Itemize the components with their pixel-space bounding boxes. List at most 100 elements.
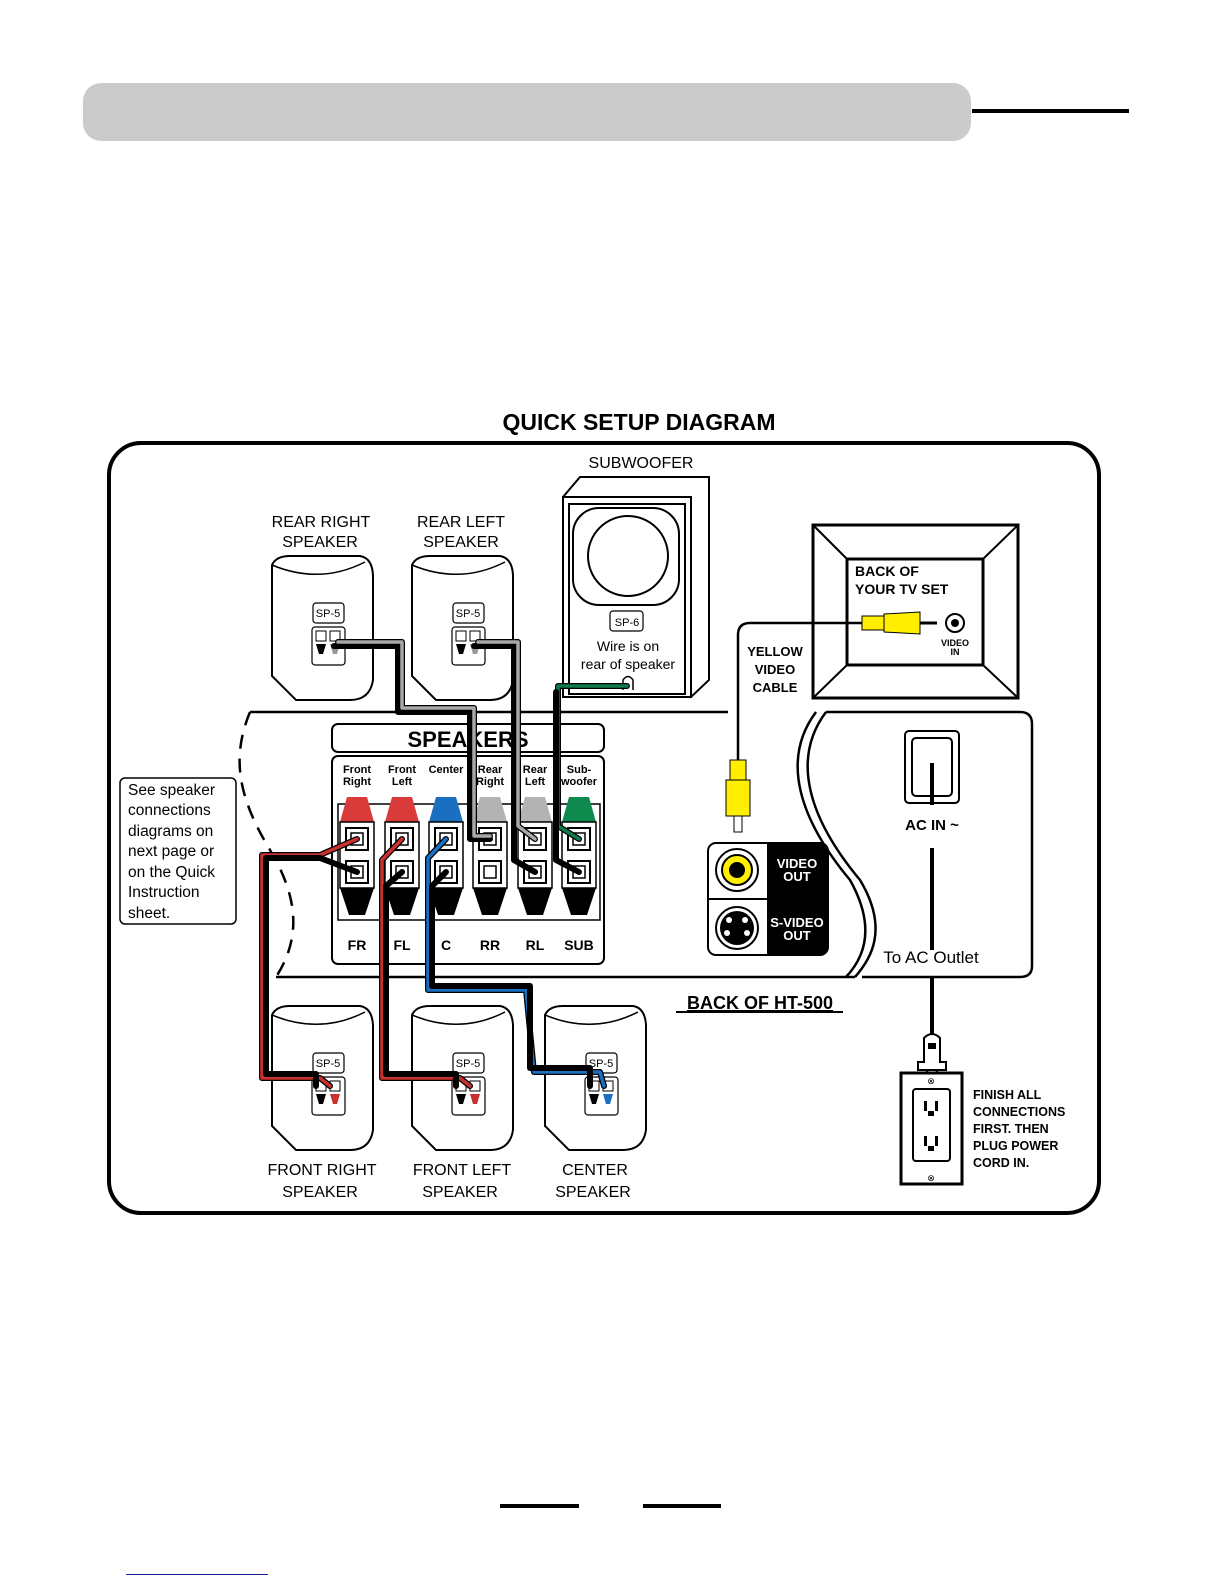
label: SPEAKER [555,1184,631,1201]
label: Front [388,764,416,776]
yellow-video-cable: YELLOW VIDEO CABLE [725,611,937,833]
label: woofer [560,776,598,788]
label: FINISH ALL [973,1088,1042,1102]
label: SPEAKER [423,534,499,551]
label: Left [392,776,413,788]
label: next page or [128,843,214,860]
label: YELLOW [747,644,803,659]
label: Right [343,776,371,788]
label: CABLE [753,680,798,695]
footer-rule-right [643,1504,721,1508]
panel-dashed-edge [238,711,295,978]
ht500-panel-outline [250,710,1034,979]
speaker-connections-note: See speaker connections diagrams on next… [119,777,237,925]
label: Instruction [128,884,200,901]
fr-wire-black [264,856,359,1088]
channel-code: FR [348,937,367,953]
label: SPEAKER [422,1184,498,1201]
rear-right-speaker: REAR RIGHT SPEAKER SP-5 [271,514,374,701]
label: BACK OF [855,563,919,579]
tv-back: BACK OF YOUR TV SET VIDEO IN [811,523,1020,700]
label: Rear [478,764,503,776]
svg-text:⊗: ⊗ [927,1076,935,1086]
diagram-frame [107,441,1101,1215]
label: SUBWOOFER [589,455,694,472]
label: YOUR TV SET [855,581,949,597]
terminal-black-cap [340,888,374,915]
label: sheet. [128,905,170,922]
rr-wire-gray [336,640,492,838]
label: FRONT RIGHT [267,1162,376,1179]
model-label: SP-5 [456,608,480,620]
terminal-black-cap [429,888,463,915]
rr-wire-black [332,644,492,841]
svg-text:⊗: ⊗ [927,1173,935,1183]
terminal-color-cap [473,797,507,822]
footer-link-underline [126,1574,268,1575]
rl-wire-gray [476,640,537,841]
speaker-terminal-panel: SPEAKERS FrontRightFRFrontLeftFLCenterCR… [331,723,605,965]
terminal-color-cap [385,797,419,822]
label: connections [128,802,211,819]
label: SPEAKER [282,534,358,551]
label: IN [951,647,960,657]
c-wire-blue [426,837,606,1088]
model-label: SP-5 [456,1058,480,1070]
channel-code: RR [480,937,500,953]
footer-rule-left [500,1504,579,1508]
label: FIRST. THEN [973,1122,1049,1136]
label: VIDEO [755,662,795,677]
model-label: SP-6 [615,617,639,629]
terminal-black-cap [562,888,596,915]
channel-code: RL [526,937,545,953]
label: rear of speaker [581,656,675,672]
terminal-black-cap [385,888,419,915]
label: PLUG POWER [973,1139,1058,1153]
label: Front [343,764,371,776]
label: FRONT LEFT [413,1162,512,1179]
ac-in: AC IN ~ To AC Outlet [883,730,979,1040]
label: OUT [783,928,811,943]
terminal-color-cap [340,797,374,822]
header-bar [83,83,971,141]
fr-wire-red [260,837,359,1088]
channel-code: SUB [564,937,594,953]
label: Wire is on [597,638,659,654]
terminal-black-cap [518,888,552,915]
model-label: SP-5 [316,1058,340,1070]
label: REAR RIGHT [272,514,371,531]
label: S-VIDEO [770,915,823,930]
label: SPEAKER [282,1184,358,1201]
label: See speaker [128,782,215,799]
label: CORD IN. [973,1156,1029,1170]
fl-wire-red [380,837,472,1088]
header-rule [972,109,1129,113]
label: diagrams on [128,823,213,840]
subwoofer: SUBWOOFER SP-6 Wire is on rear of speake… [561,455,710,699]
label: Center [429,764,465,776]
wall-outlet-icon: ⊗ ⊗ [899,1071,964,1186]
rl-wire-black [472,644,537,874]
label: Sub- [567,764,592,776]
label: on the Quick [128,864,215,881]
panel-break-curve-2 [796,711,867,978]
power-warning: FINISH ALL CONNECTIONS FIRST. THEN PLUG … [973,1088,1065,1170]
label: Right [476,776,504,788]
label: CONNECTIONS [973,1105,1065,1119]
panel-break-curve [806,711,877,978]
terminal-color-cap [562,797,596,822]
terminal-color-cap [429,797,463,822]
video-out-panel: VIDEO OUT S-VIDEO OUT [707,842,829,956]
channel-code: C [441,937,451,953]
c-wire-black [430,870,592,1088]
rear-left-speaker: REAR LEFT SPEAKER SP-5 [411,514,514,701]
label: CENTER [562,1162,628,1179]
label: AC IN ~ [905,817,959,834]
label: REAR LEFT [417,514,505,531]
channel-code: FL [393,937,411,953]
